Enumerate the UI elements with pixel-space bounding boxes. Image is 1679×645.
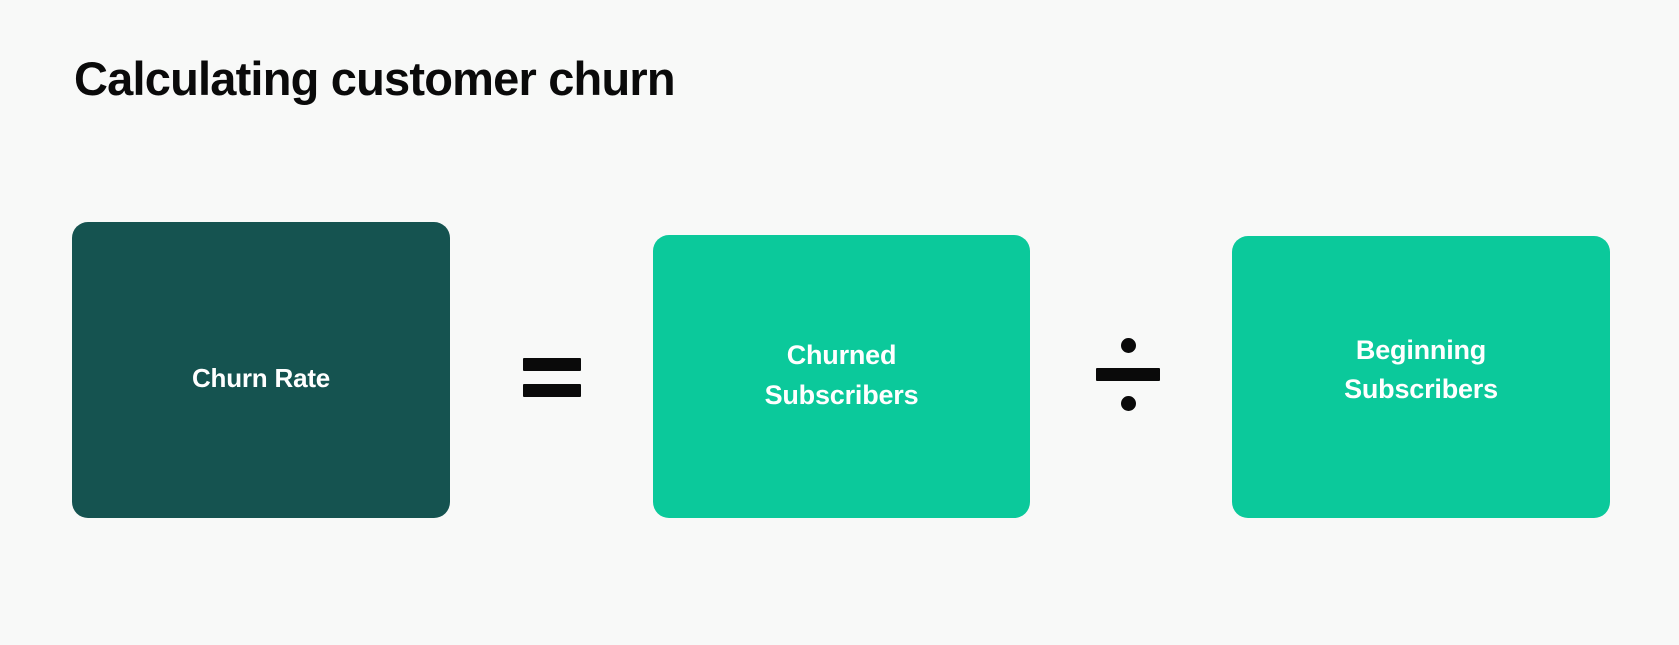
equals-sign-icon <box>523 352 581 402</box>
churned-subscribers-label: Churned Subscribers <box>764 340 919 410</box>
equals-bar-top <box>523 357 581 371</box>
formula-term-beginning-subscribers: Beginning Subscribers <box>1232 236 1610 518</box>
formula-term-churn-rate: Churn Rate <box>72 222 450 518</box>
churn-rate-label: Churn Rate <box>191 363 331 394</box>
division-bar <box>1096 367 1160 381</box>
formula-term-churned-subscribers: Churned Subscribers <box>653 235 1030 518</box>
page-title: Calculating customer churn <box>74 52 676 105</box>
beginning-subscribers-label: Beginning Subscribers <box>1344 334 1498 404</box>
division-dot-bottom <box>1120 395 1136 411</box>
equals-bar-bottom <box>523 383 581 397</box>
division-sign-icon <box>1096 320 1160 428</box>
division-dot-top <box>1120 337 1136 353</box>
